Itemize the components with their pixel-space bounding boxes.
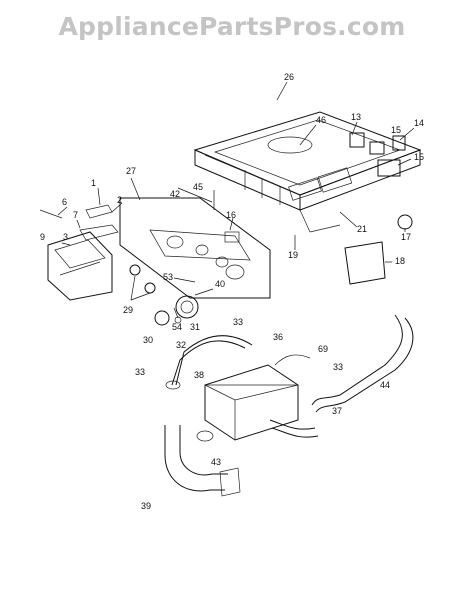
part-label: 33 [333, 362, 343, 372]
part-labels: 26 46 13 14 15 15 17 18 21 19 16 45 42 2… [40, 72, 424, 511]
part-label: 7 [73, 210, 78, 220]
part-label: 43 [211, 457, 221, 467]
part-label: 29 [123, 305, 133, 315]
part-label: 31 [190, 322, 200, 332]
part-label: 18 [395, 256, 405, 266]
part-label: 54 [172, 322, 182, 332]
part-label: 45 [193, 182, 203, 192]
part-label: 3 [63, 232, 68, 242]
part-label: 19 [288, 250, 298, 260]
knobs [129, 264, 199, 326]
part-label: 40 [215, 279, 225, 289]
part-label: 38 [194, 370, 204, 380]
control-panel [119, 197, 271, 299]
part-label: 17 [401, 232, 411, 242]
part-label: 1 [91, 178, 96, 188]
part-label: 42 [170, 189, 180, 199]
part-label: 6 [62, 197, 67, 207]
part-label: 39 [141, 501, 151, 511]
watermark-logo: AppliancePartsPros.com [58, 12, 406, 41]
part-label: 46 [316, 115, 326, 125]
part-label: 36 [273, 332, 283, 342]
part-label: 30 [143, 335, 153, 345]
part-label: 69 [318, 344, 328, 354]
part-label: 15 [414, 152, 424, 162]
part-label: 33 [233, 317, 243, 327]
part-label: 27 [126, 166, 136, 176]
part-label: 14 [414, 118, 424, 128]
dispenser-drawer [39, 204, 119, 301]
switch-components [344, 132, 413, 285]
part-label: 9 [40, 232, 45, 242]
part-label: 15 [391, 125, 401, 135]
part-label: 33 [135, 367, 145, 377]
hoses-and-pump [164, 314, 414, 497]
part-label: 37 [332, 406, 342, 416]
callout-lines [57, 81, 415, 319]
part-label: 53 [163, 272, 173, 282]
part-label: 44 [380, 380, 390, 390]
part-label: 16 [226, 210, 236, 220]
part-label: 21 [357, 224, 367, 234]
part-label: 13 [351, 112, 361, 122]
console-frame [193, 111, 422, 233]
part-label: 32 [176, 340, 186, 350]
part-label: 26 [284, 72, 294, 82]
part-label: 2 [117, 195, 122, 205]
